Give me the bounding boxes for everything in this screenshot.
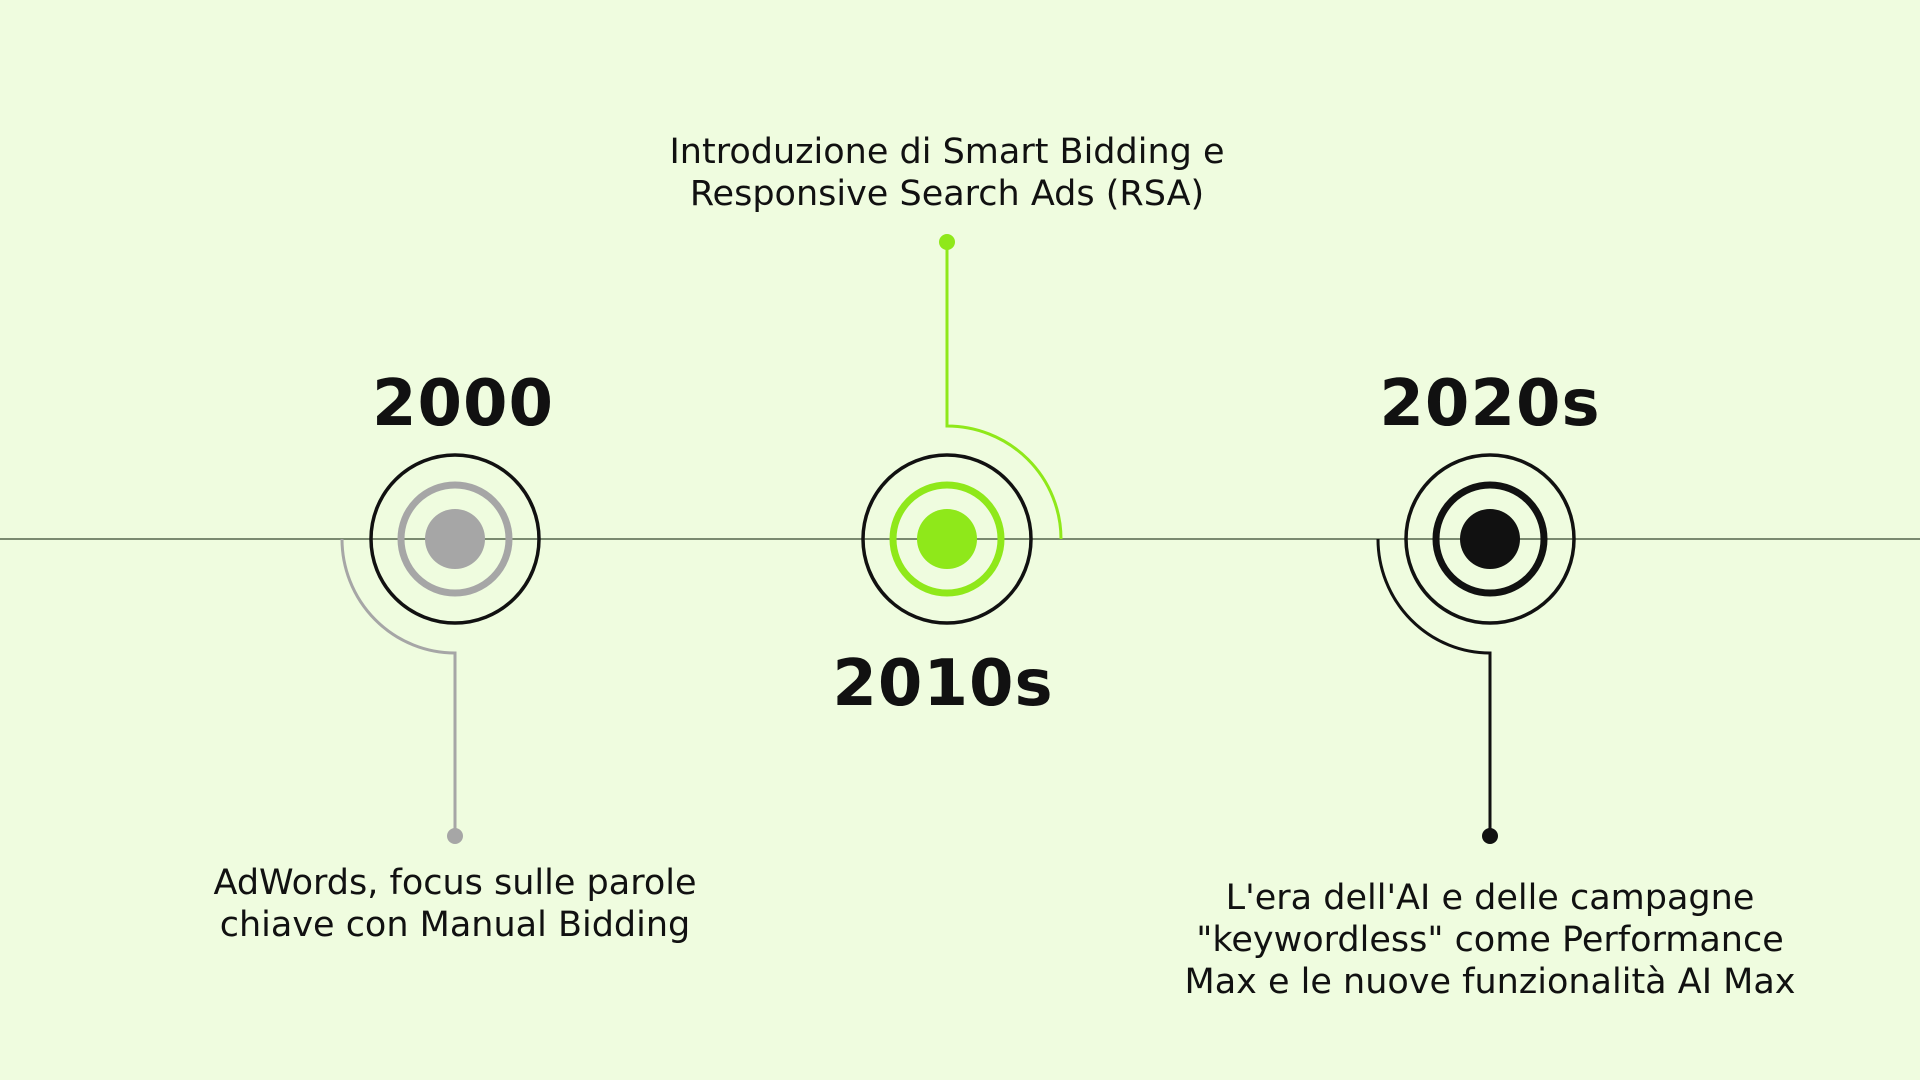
milestone-2010s-dot (939, 234, 955, 250)
milestone-2010s-year: 2010s (832, 647, 1054, 721)
milestone-2020s-year: 2020s (1379, 367, 1601, 441)
milestone-2010s-description: Introduzione di Smart Bidding e Responsi… (669, 132, 1225, 214)
milestone-2000-dot (447, 828, 463, 844)
milestone-2020s-marker (1404, 453, 1576, 625)
milestone-2020s-dot (1482, 828, 1498, 844)
milestone-2010s-marker (861, 453, 1033, 625)
milestone-2000-marker (369, 453, 541, 625)
milestone-2010s-connector (945, 242, 1063, 540)
milestone-2020s-description: L'era dell'AI e delle campagne "keywordl… (1184, 878, 1796, 1002)
milestone-2000-year: 2000 (371, 367, 555, 441)
milestone-2020s-connector (1376, 538, 1492, 836)
milestone-2000-connector (340, 538, 457, 836)
milestone-2000-description: AdWords, focus sulle parole chiave con M… (213, 863, 697, 945)
